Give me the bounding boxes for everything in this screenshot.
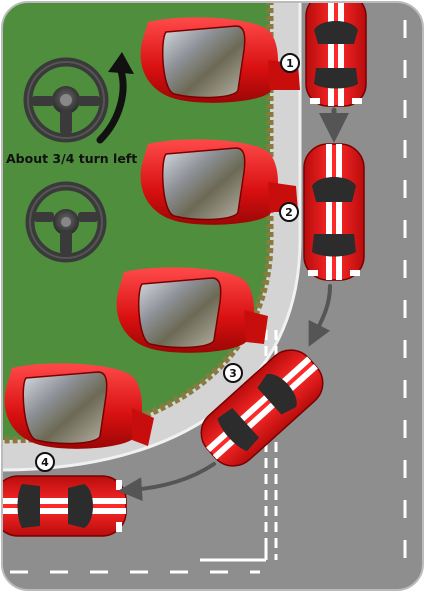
step-marker-3: 3: [224, 364, 242, 382]
step-marker-4: 4: [36, 453, 54, 471]
car-icon: [304, 144, 364, 280]
step-marker-1: 1: [281, 54, 299, 72]
svg-text:1: 1: [286, 57, 294, 70]
svg-text:2: 2: [285, 206, 293, 219]
car-icon: [306, 0, 366, 106]
step-marker-2: 2: [280, 203, 298, 221]
mirror-icon: [5, 363, 154, 448]
svg-text:4: 4: [41, 456, 49, 469]
caption: About 3/4 turn left: [6, 151, 137, 166]
car-icon: [0, 476, 126, 536]
svg-text:3: 3: [229, 367, 237, 380]
